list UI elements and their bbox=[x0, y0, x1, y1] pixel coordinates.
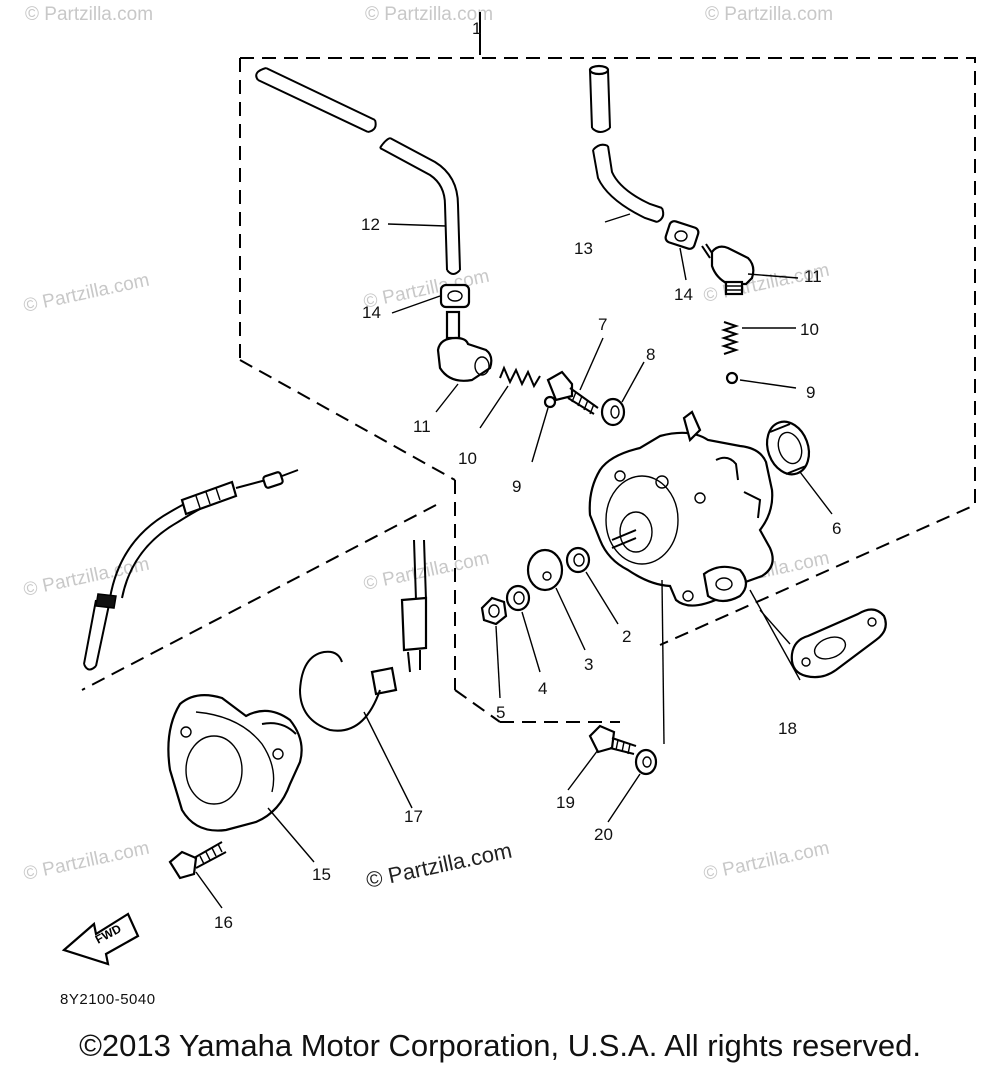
watermark: © Partzilla.com bbox=[705, 4, 833, 25]
pump-cover-15 bbox=[167, 693, 303, 832]
callout-1: 1 bbox=[472, 19, 481, 38]
oil-seal-6 bbox=[765, 420, 811, 476]
spring-10 bbox=[499, 365, 541, 389]
washer-8 bbox=[600, 397, 626, 427]
oil-hose-12 bbox=[255, 67, 461, 275]
oil-pump-cable bbox=[83, 469, 299, 671]
watermark: © Partzilla.com bbox=[22, 838, 152, 885]
callout-7: 7 bbox=[598, 315, 607, 334]
callout-10: 10 bbox=[800, 320, 819, 339]
watermark: © Partzilla.com bbox=[22, 554, 152, 601]
check-ball-9 bbox=[543, 395, 557, 409]
callout-9: 9 bbox=[512, 477, 521, 496]
callout-4: 4 bbox=[538, 679, 547, 698]
leader-lines bbox=[195, 213, 833, 909]
callout-3: 3 bbox=[584, 655, 593, 674]
callout-9: 9 bbox=[806, 383, 815, 402]
hose-clip-14 bbox=[439, 283, 471, 309]
plate-3 bbox=[526, 548, 564, 592]
callout-14: 14 bbox=[674, 285, 693, 304]
callout-15: 15 bbox=[312, 865, 331, 884]
callout-8: 8 bbox=[646, 345, 655, 364]
callout-11: 11 bbox=[413, 417, 431, 436]
callout-12: 12 bbox=[361, 215, 380, 234]
bolt-7 bbox=[546, 370, 599, 415]
callout-10: 10 bbox=[458, 449, 477, 468]
watermark: © Partzilla.com bbox=[25, 4, 153, 25]
bolt-19 bbox=[588, 724, 637, 755]
watermark: © Partzilla.com bbox=[702, 838, 832, 885]
nut-5 bbox=[480, 596, 508, 626]
assembly-boundary bbox=[81, 12, 976, 723]
watermark: © Partzilla.com bbox=[365, 4, 493, 25]
banjo-fitting-11 bbox=[436, 310, 493, 382]
callout-20: 20 bbox=[594, 825, 613, 844]
callout-13: 13 bbox=[574, 239, 593, 258]
callout-2: 2 bbox=[622, 627, 631, 646]
screw-16 bbox=[168, 841, 227, 880]
diagram-code: 8Y2100-5040 bbox=[60, 991, 156, 1008]
oil-pump-wire-17 bbox=[298, 539, 428, 732]
gasket-18 bbox=[790, 608, 887, 679]
callout-19: 19 bbox=[556, 793, 575, 812]
callout-14: 14 bbox=[362, 303, 381, 322]
oil-hose-13 bbox=[588, 64, 665, 223]
callout-17: 17 bbox=[404, 807, 423, 826]
washer-2 bbox=[565, 546, 591, 574]
banjo-fitting-11 bbox=[701, 243, 755, 296]
spring-10 bbox=[720, 321, 740, 355]
watermark-center: © Partzilla.com bbox=[364, 838, 514, 893]
callout-11: 11 bbox=[804, 267, 822, 286]
watermark: © Partzilla.com bbox=[362, 266, 492, 313]
washer-20 bbox=[634, 748, 658, 776]
oil-pump-body bbox=[588, 410, 774, 607]
callout-5: 5 bbox=[496, 703, 505, 722]
lock-washer-4 bbox=[505, 584, 531, 612]
callout-layer: 12 14 11 10 9 7 8 13 14 11 10 9 6 2 3 4 … bbox=[214, 19, 841, 932]
hose-clip-14 bbox=[664, 220, 700, 250]
forward-arrow-icon: FWD bbox=[61, 912, 140, 966]
callout-18: 18 bbox=[778, 719, 797, 738]
watermark: © Partzilla.com bbox=[22, 270, 152, 317]
check-ball-9 bbox=[725, 371, 739, 385]
callout-6: 6 bbox=[832, 519, 841, 538]
callout-16: 16 bbox=[214, 913, 233, 932]
copyright-notice: ©2013 Yamaha Motor Corporation, U.S.A. A… bbox=[79, 1028, 921, 1063]
